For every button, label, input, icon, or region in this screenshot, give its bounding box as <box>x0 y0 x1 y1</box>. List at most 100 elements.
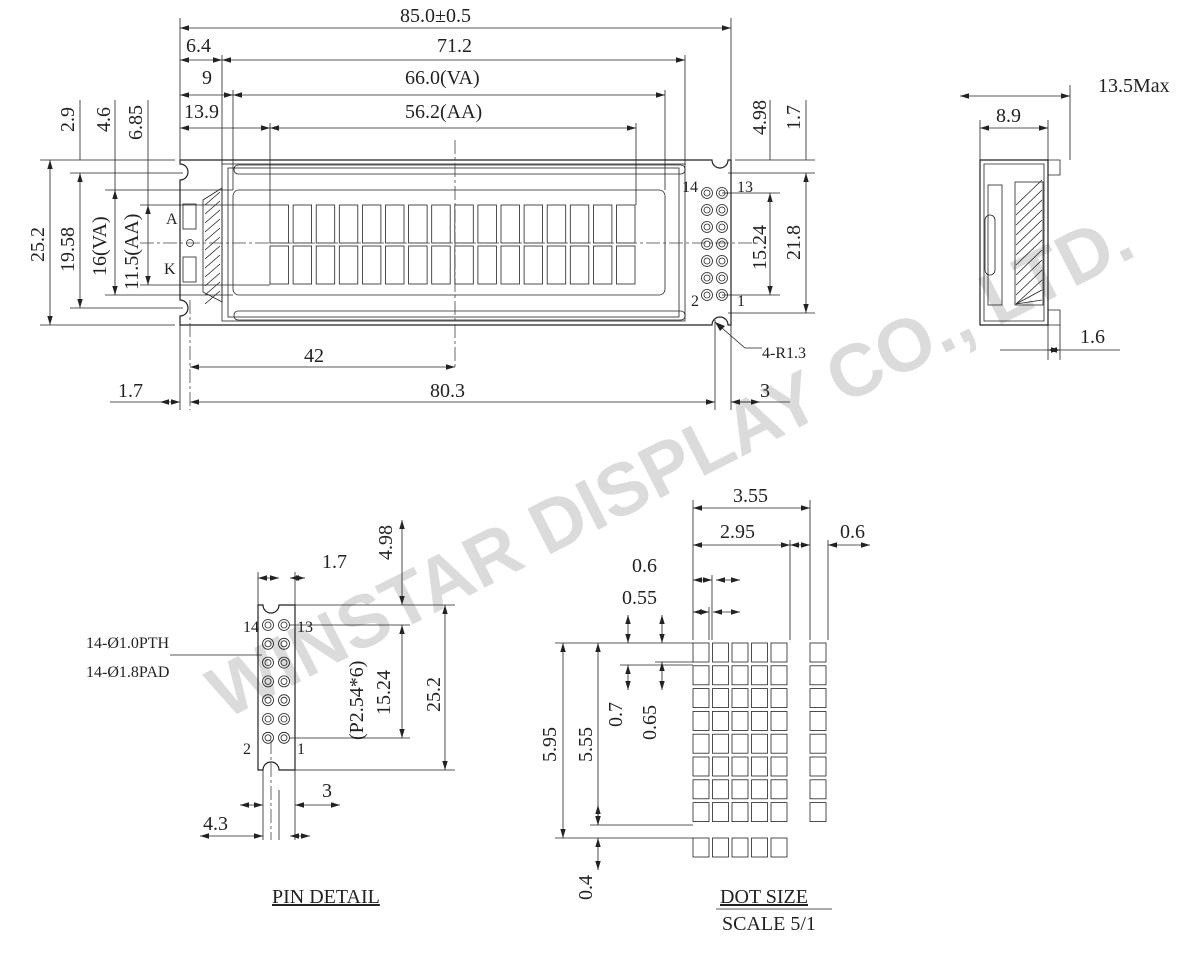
dim-13-9: 13.9 <box>184 101 219 123</box>
pin-hole <box>703 257 711 265</box>
cursor-dot <box>692 837 710 858</box>
pin-detail-outline <box>257 604 296 771</box>
cursor-dot <box>751 837 768 858</box>
pin-hole <box>264 696 272 704</box>
dim-1-6: 1.6 <box>1080 326 1105 348</box>
dot <box>712 756 729 777</box>
pin-detail-dim-15-24: 15.24 <box>373 670 395 715</box>
dot <box>770 665 788 686</box>
pin-hole <box>264 640 272 648</box>
pin-pad <box>278 656 290 669</box>
bezel <box>221 163 686 322</box>
character-cell <box>361 245 382 285</box>
dot <box>712 711 729 731</box>
spacing-dot <box>809 642 827 663</box>
label-cathode: K <box>164 261 176 278</box>
watermark: WINSTAR DISPLAY CO., LTD. <box>195 195 1146 734</box>
dot-dim-5-55: 5.55 <box>575 727 597 762</box>
character-cell <box>292 204 313 244</box>
dot <box>751 733 768 754</box>
pin-pad <box>716 272 728 284</box>
dot <box>731 665 749 686</box>
dot <box>770 688 788 708</box>
pin-pad <box>278 637 290 650</box>
dim-aa-height: 11.5(AA) <box>121 214 143 290</box>
pin-hole <box>280 640 288 648</box>
dot <box>770 802 788 822</box>
pin-pad <box>262 619 274 631</box>
character-cell <box>431 245 451 285</box>
spacing-dot <box>809 733 827 754</box>
dot <box>731 688 749 708</box>
pin-hole <box>703 223 711 231</box>
dot <box>692 779 710 800</box>
dot-dim-3-55: 3.55 <box>733 485 768 507</box>
pin-2-label: 2 <box>691 293 699 310</box>
pin-detail-dim-1-7: 1.7 <box>322 551 347 573</box>
dot <box>751 779 768 800</box>
pin-detail-1: 1 <box>297 741 305 758</box>
dot <box>751 711 768 731</box>
cursor-dot <box>712 837 729 858</box>
dim-max-thickness: 13.5Max <box>1098 75 1170 97</box>
radius-note: 4-R1.3 <box>762 345 806 362</box>
dot <box>712 665 729 686</box>
character-cell <box>454 204 474 244</box>
dot <box>692 756 710 777</box>
dot <box>731 802 749 822</box>
pin-pad <box>716 238 728 250</box>
dim-4-6: 4.6 <box>93 107 115 132</box>
pin-pad <box>701 221 713 233</box>
dim-8-9: 8.9 <box>996 105 1021 127</box>
top-view: 85.0±0.5 6.4 71.2 9 66.0(VA) 13.9 56.2(A… <box>27 5 806 410</box>
character-cell <box>315 245 336 285</box>
character-cell <box>569 204 590 244</box>
dot <box>692 802 710 822</box>
dot <box>692 733 710 754</box>
dot <box>712 688 729 708</box>
dot-size-scale: SCALE 5/1 <box>722 913 816 935</box>
character-cell <box>408 204 428 244</box>
dim-42: 42 <box>304 345 324 367</box>
dim-aa-width: 56.2(AA) <box>405 101 482 123</box>
label-anode: A <box>166 211 178 228</box>
hole-note: 14-Ø1.0PTH <box>86 635 170 652</box>
dot <box>731 711 749 731</box>
pin-13-label: 13 <box>737 179 753 196</box>
dim-6-85: 6.85 <box>125 105 147 140</box>
character-cell <box>616 245 636 285</box>
spacing-dot <box>809 688 827 708</box>
pin-pad <box>262 656 274 669</box>
pin-detail-2: 2 <box>243 741 251 758</box>
dot <box>751 642 768 663</box>
pin-detail-dim-4-98: 4.98 <box>375 525 397 560</box>
module-outline <box>179 159 732 326</box>
dimension-lines <box>47 25 1070 870</box>
character-cell <box>523 204 543 244</box>
dot-dim-0-4: 0.4 <box>575 875 597 900</box>
dot <box>712 779 729 800</box>
character-cell <box>546 204 567 244</box>
dot <box>731 642 749 663</box>
dot <box>751 756 768 777</box>
side-view: 13.5Max 8.9 1.6 <box>979 75 1170 348</box>
dim-21-8: 21.8 <box>783 225 805 260</box>
viewing-area <box>232 189 666 296</box>
pin-hole <box>264 659 272 667</box>
pin-pad <box>701 289 713 301</box>
pin-hole <box>280 734 288 742</box>
dot <box>731 779 749 800</box>
dot-dim-5-95: 5.95 <box>539 727 561 762</box>
pin-detail-dim-3: 3 <box>322 780 332 802</box>
pin-pad <box>278 619 290 631</box>
pin-hole <box>703 291 711 299</box>
pin-pad <box>262 713 274 725</box>
pin-hole <box>718 240 726 248</box>
spacing-dot <box>809 711 827 731</box>
character-cell <box>593 204 613 244</box>
dot <box>692 665 710 686</box>
pin-pad <box>278 731 290 744</box>
dot <box>770 756 788 777</box>
